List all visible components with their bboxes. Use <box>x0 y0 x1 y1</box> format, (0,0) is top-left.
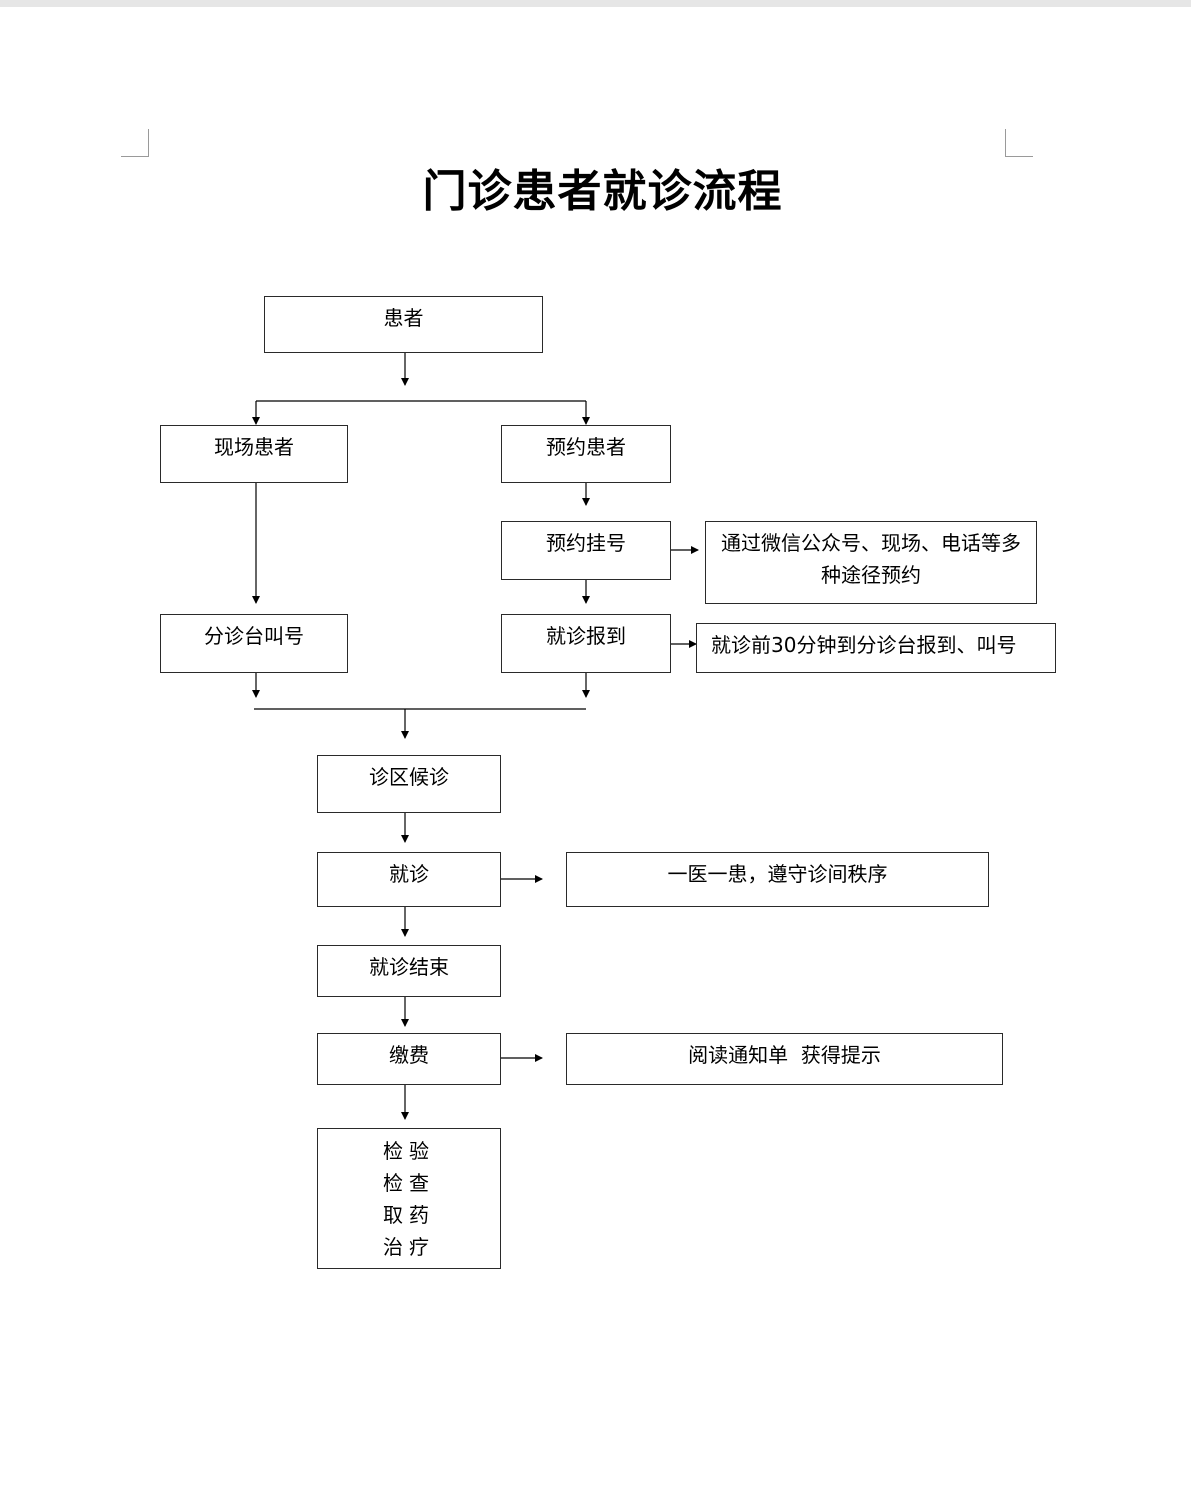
note-consultation-rule: 一医一患，遵守诊间秩序 <box>566 852 989 907</box>
node-checkin: 就诊报到 <box>501 614 671 673</box>
note-checkin-time: 就诊前30分钟到分诊台报到、叫号 <box>696 623 1056 673</box>
node-triage-call: 分诊台叫号 <box>160 614 348 673</box>
note-booking-channels: 通过微信公众号、现场、电话等多种途径预约 <box>705 521 1037 604</box>
node-walk-in-patient: 现场患者 <box>160 425 348 483</box>
final-line-examination: 检查 <box>383 1171 435 1195</box>
final-line-inspection: 检验 <box>383 1139 435 1163</box>
node-payment: 缴费 <box>317 1033 501 1085</box>
node-patient: 患者 <box>264 296 543 353</box>
final-line-medication: 取药 <box>383 1203 435 1227</box>
crop-mark-left <box>121 129 149 157</box>
node-waiting-area: 诊区候诊 <box>317 755 501 813</box>
node-book-registration: 预约挂号 <box>501 521 671 580</box>
node-consultation: 就诊 <box>317 852 501 907</box>
node-final-services: 检验 检查 取药 治疗 <box>317 1128 501 1269</box>
page-title: 门诊患者就诊流程 <box>422 166 783 217</box>
node-appointment-patient: 预约患者 <box>501 425 671 483</box>
node-consultation-end: 就诊结束 <box>317 945 501 997</box>
crop-mark-right <box>1005 129 1033 157</box>
note-payment: 阅读通知单 获得提示 <box>566 1033 1003 1085</box>
final-line-treatment: 治疗 <box>383 1235 435 1259</box>
top-bar <box>0 0 1191 7</box>
